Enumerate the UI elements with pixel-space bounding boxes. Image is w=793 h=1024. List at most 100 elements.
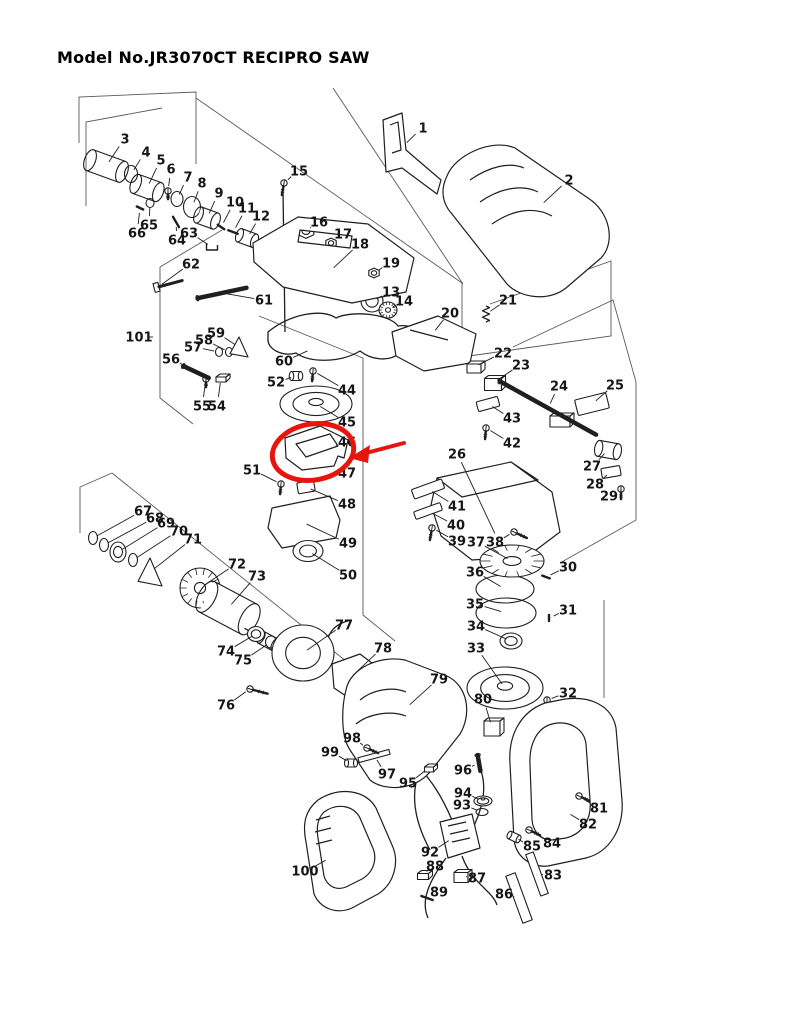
part-63-drawing (205, 243, 219, 251)
part-number-6: 6 (166, 163, 175, 178)
part-42-drawing (482, 424, 490, 441)
part-number-56: 56 (162, 353, 180, 368)
leader-line-23 (496, 369, 513, 381)
leader-line-93 (471, 807, 478, 811)
leader-line-8 (193, 191, 199, 203)
leader-line-76 (234, 691, 247, 701)
leader-line-58 (212, 343, 225, 351)
part-number-67: 67 (134, 505, 152, 520)
part-number-31: 31 (559, 604, 577, 619)
part-70-drawing (127, 552, 139, 568)
part-67-drawing (87, 530, 99, 546)
part-number-65: 65 (140, 219, 158, 234)
part-44-drawing (309, 367, 317, 383)
leader-line-25 (595, 390, 608, 402)
part-number-70: 70 (170, 525, 188, 540)
part-28-drawing (600, 465, 622, 479)
part-number-37: 37 (467, 536, 485, 551)
part-number-98: 98 (343, 732, 361, 747)
part-number-5: 5 (156, 154, 165, 169)
part-19-drawing (368, 267, 380, 279)
part-97-drawing (357, 748, 391, 764)
part-number-41: 41 (448, 500, 466, 515)
highlight-arrow-head (349, 445, 370, 463)
wire-line (424, 857, 447, 919)
leader-line-42 (490, 430, 504, 439)
part-number-52: 52 (267, 376, 285, 391)
leader-line-50 (312, 553, 340, 571)
leader-line-27 (598, 453, 605, 460)
part-number-8: 8 (197, 177, 206, 192)
frame-line (78, 91, 197, 164)
leader-line-92 (438, 840, 449, 848)
leader-line-49 (306, 523, 340, 540)
part-number-3: 3 (120, 133, 129, 148)
part-number-54: 54 (208, 400, 226, 415)
part-number-10: 10 (226, 196, 244, 211)
leader-line-98 (360, 742, 364, 746)
leader-line-51 (260, 473, 277, 483)
part-86-drawing (505, 872, 533, 924)
part-number-66: 66 (128, 227, 146, 242)
part-number-76: 76 (217, 699, 235, 714)
part-89-drawing (420, 894, 434, 902)
leader-line-40 (432, 512, 448, 522)
part-79-drawing (342, 658, 468, 789)
frame-line (258, 315, 396, 642)
part-number-23: 23 (512, 359, 530, 374)
part-5-drawing (129, 173, 165, 203)
part-number-2: 2 (564, 174, 573, 189)
part-number-92: 92 (421, 846, 439, 861)
part-number-35: 35 (466, 598, 484, 613)
part-37-drawing (479, 544, 545, 578)
part-1-drawing (382, 112, 442, 195)
leader-line-13 (376, 295, 383, 300)
leader-line-26 (460, 461, 496, 534)
leader-line-1 (406, 133, 416, 143)
frame-line (159, 229, 223, 268)
frame-line (85, 107, 163, 206)
leader-line-43 (492, 406, 504, 414)
leader-line-31 (553, 613, 559, 617)
part-number-9: 9 (214, 187, 223, 202)
leader-line-18 (333, 249, 353, 268)
part-number-81: 81 (590, 802, 608, 817)
leader-line-74 (234, 636, 252, 647)
frame-line (159, 267, 194, 425)
part-15-drawing (280, 179, 288, 197)
part-95-drawing (423, 763, 439, 773)
part-number-75: 75 (234, 654, 252, 669)
part-94-drawing (473, 795, 493, 807)
part-number-14: 14 (395, 295, 413, 310)
part-number-82: 82 (579, 818, 597, 833)
part-35-drawing (475, 597, 537, 629)
part-39-drawing (428, 524, 436, 542)
part-number-84: 84 (543, 837, 561, 852)
part-34-drawing (499, 632, 523, 650)
part-30-drawing (541, 574, 551, 580)
leader-line-11 (235, 215, 243, 228)
part-number-79: 79 (430, 673, 448, 688)
leader-line-48 (310, 488, 338, 501)
leader-line-6 (168, 177, 171, 187)
leader-line-66 (137, 212, 140, 225)
part-6-drawing (164, 187, 172, 201)
leader-line-32 (551, 695, 559, 699)
part-number-57: 57 (184, 341, 202, 356)
part-88-drawing (416, 869, 434, 881)
leader-line-12 (249, 223, 257, 235)
leader-line-5 (148, 167, 157, 184)
leader-line-79 (409, 684, 432, 706)
leader-line-59 (224, 337, 235, 345)
part-26-drawing (430, 461, 561, 561)
leader-line-85 (518, 838, 524, 843)
part-number-63: 63 (180, 227, 198, 242)
part-83-drawing (525, 851, 549, 897)
leader-line-41 (432, 491, 449, 502)
part-68-drawing (98, 537, 110, 553)
leader-line-82 (570, 814, 580, 821)
leader-line-72 (203, 568, 229, 586)
part-number-80: 80 (474, 693, 492, 708)
part-number-34: 34 (467, 620, 485, 635)
